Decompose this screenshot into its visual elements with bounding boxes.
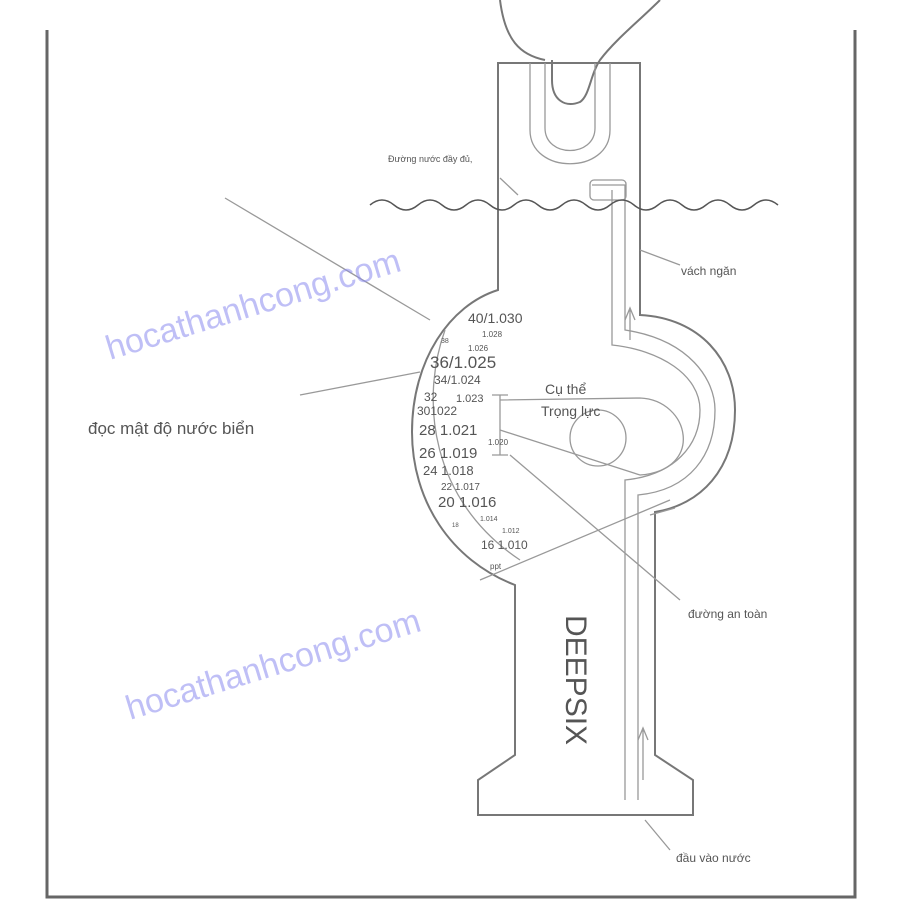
scale-label: 22 1.017 [441,482,480,493]
scale-label: 1.028 [482,330,503,339]
scale-label: 16 1.010 [481,538,528,552]
scale-label: 1.023 [456,393,484,405]
scale-label: 36/1.025 [430,353,496,372]
watermark: hocathanhcong.com [101,242,405,368]
scale-arc [432,329,521,561]
read-density-label: đọc mật độ nước biển [88,419,254,438]
scale-label: ppt [490,562,502,571]
water-inlet-label: đầu vào nước [676,851,751,865]
density-scale: 40/1.030 1.028 38 1.026 36/1.025 34/1.02… [417,310,528,571]
scale-label: 24 1.018 [423,463,474,478]
baffle-cap [589,179,627,201]
specific-gravity-label: Trọng lực [541,403,600,419]
leader-lines [224,177,681,851]
hydrometer-body [410,62,737,816]
watermark: hocathanhcong.com [121,602,425,728]
scale-label: 20 1.016 [438,494,496,511]
scale-label: 1.020 [488,438,509,447]
scale-label: 301022 [417,404,457,418]
scale-label: 1.012 [502,528,520,535]
full-waterline-label: Đường nước đầy đủ, [388,154,472,164]
scale-label: 18 [452,523,459,529]
scale-label: 1.026 [468,344,489,353]
hand-illustration [499,0,661,105]
specific-gravity-label: Cụ thể [545,381,586,397]
brand-label: DEEPSIX [559,615,592,745]
water-surface [369,199,779,211]
scale-label: 26 1.019 [419,445,477,462]
scale-label: 40/1.030 [468,310,523,326]
gravity-arm [499,397,684,476]
weight-circle [569,409,627,467]
tank-outline [45,30,857,899]
scale-label: 32 [424,390,438,404]
flow-arrow-up [624,306,676,780]
scale-label: 1.014 [480,516,498,523]
scale-label: 28 1.021 [419,422,477,439]
scale-label: 34/1.024 [434,373,481,387]
baffle-label: vách ngăn [681,264,736,278]
hook-u-shape [529,63,611,165]
safe-line-label: đường an toàn [688,607,767,621]
scale-label: 38 [441,338,449,345]
